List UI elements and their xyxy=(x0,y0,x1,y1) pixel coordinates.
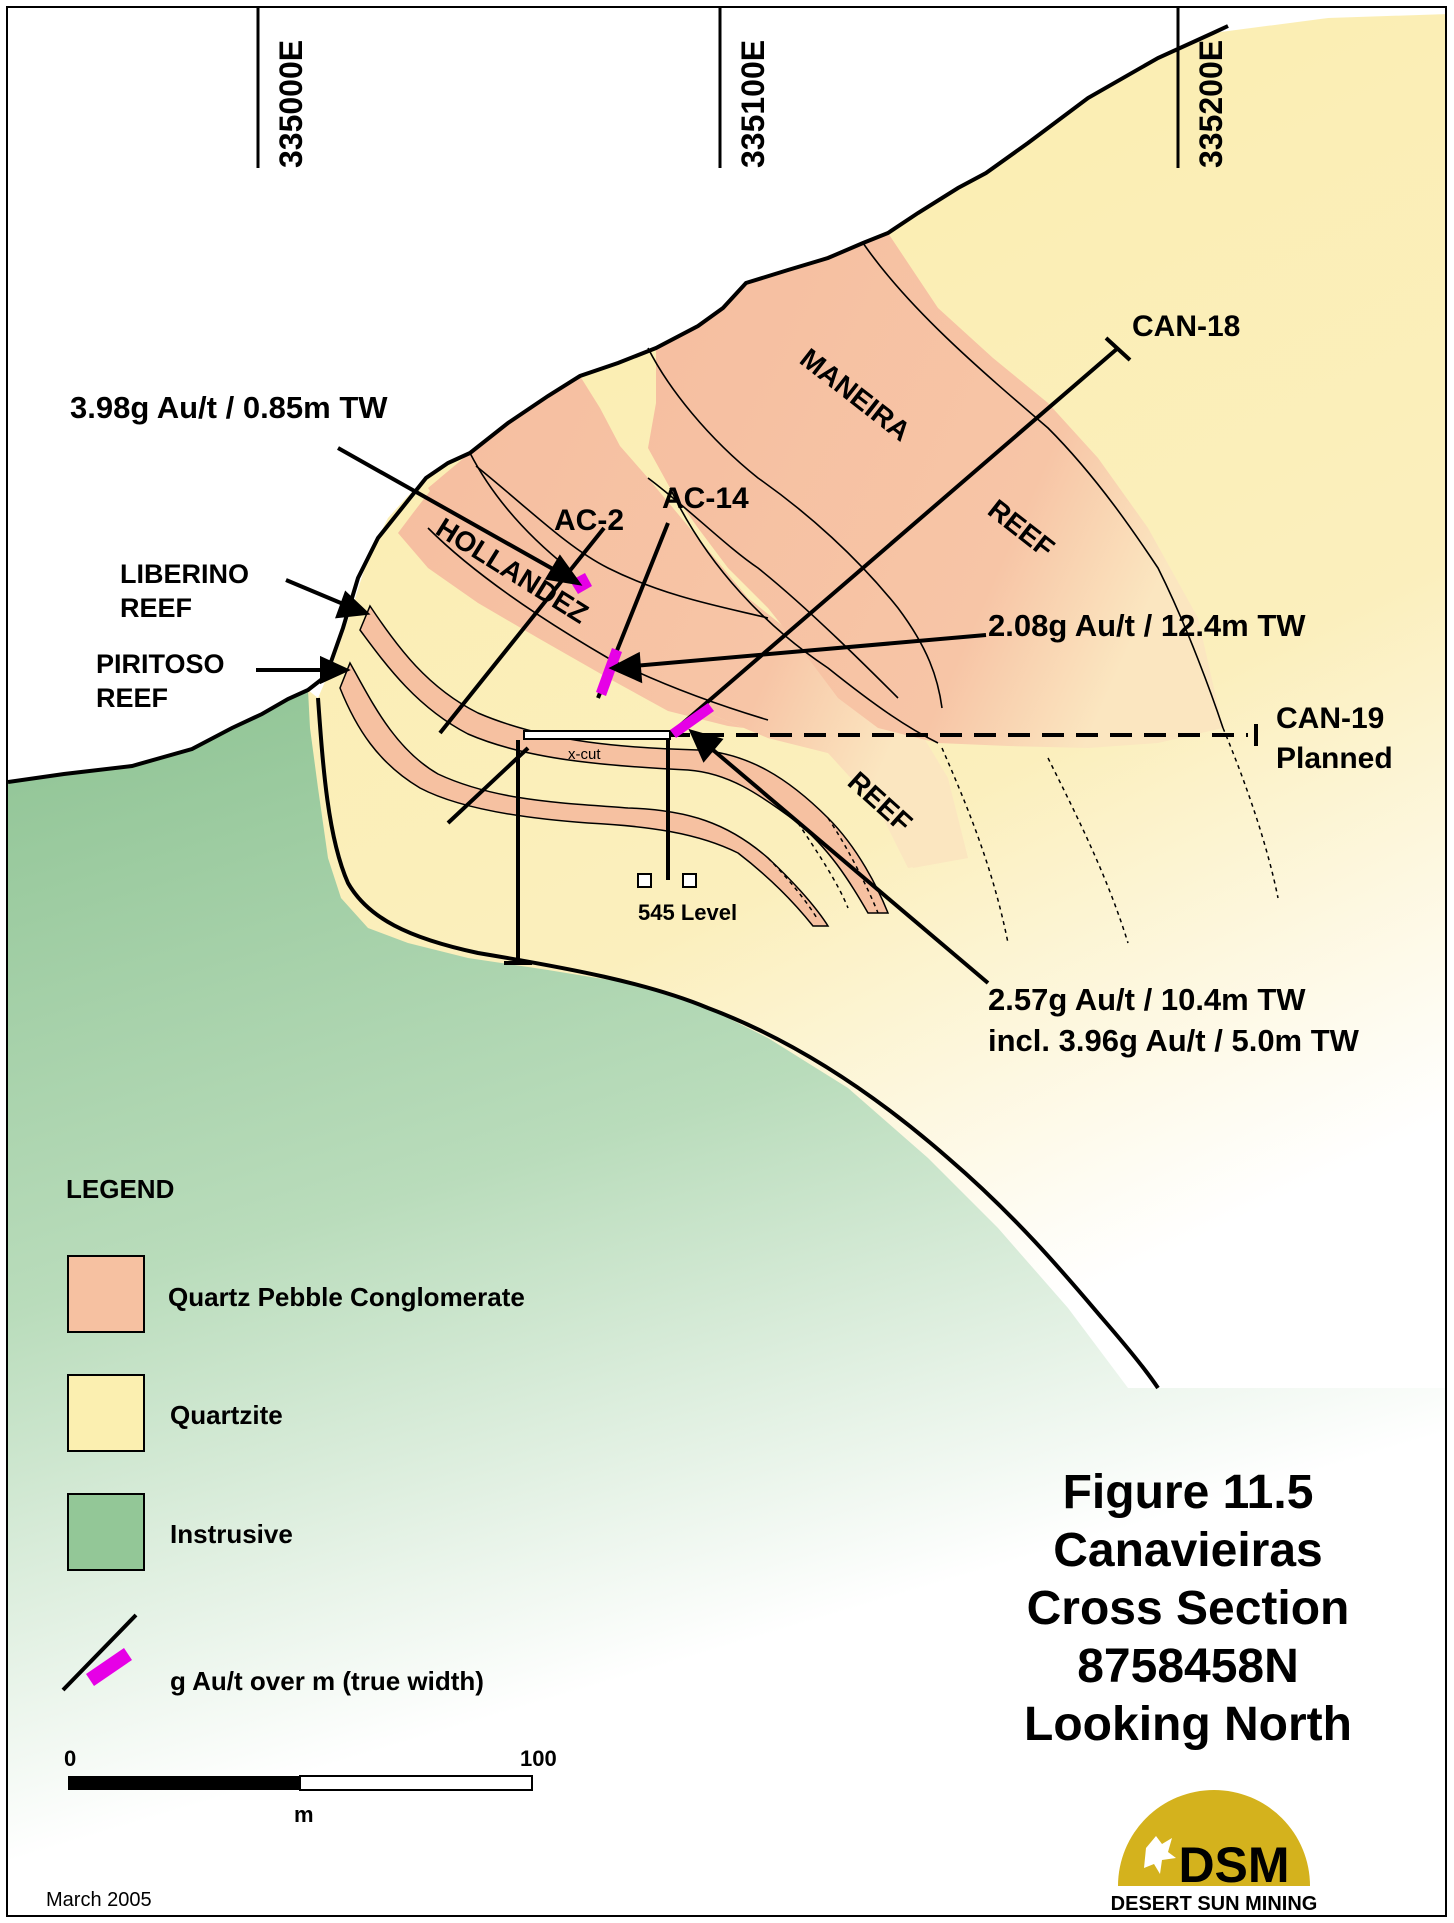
grid-335200E: 335200E xyxy=(1193,40,1229,168)
date-label: March 2005 xyxy=(46,1889,152,1911)
ac2-label: AC-2 xyxy=(554,504,624,537)
legend-label-conglomerate: Quartz Pebble Conglomerate xyxy=(168,1282,525,1312)
logo-mark: DSM xyxy=(1178,1837,1289,1893)
legend-swatch-quartzite xyxy=(68,1375,144,1451)
can19-label-1: CAN-19 xyxy=(1276,702,1384,735)
figure-frame: 335000E 335100E 335200E x-cut 545 Level xyxy=(6,6,1447,1917)
scale-unit: m xyxy=(294,1802,314,1827)
piritoso-label-1: PIRITOSO xyxy=(96,649,225,679)
legend-swatch-intrusive xyxy=(68,1494,144,1570)
legend-title: LEGEND xyxy=(66,1174,174,1204)
can19-label-2: Planned xyxy=(1276,742,1393,775)
cross-section: 335000E 335100E 335200E x-cut 545 Level xyxy=(8,8,1447,1917)
xcut-label: x-cut xyxy=(568,746,601,763)
scale-end: 100 xyxy=(520,1746,557,1771)
intercept-mid-label: 2.08g Au/t / 12.4m TW xyxy=(988,608,1306,643)
level-drift-right xyxy=(683,874,696,887)
intercept-low-label-1: 2.57g Au/t / 10.4m TW xyxy=(988,982,1306,1017)
xcut-working xyxy=(524,731,670,739)
scale-start: 0 xyxy=(64,1746,76,1771)
scale-bar-dark xyxy=(68,1776,300,1790)
legend-label-quartzite: Quartzite xyxy=(170,1400,283,1430)
grid-335100E: 335100E xyxy=(735,40,771,168)
legend-label-intercept: g Au/t over m (true width) xyxy=(170,1666,484,1696)
legend-swatch-conglomerate xyxy=(68,1256,144,1332)
ac14-label: AC-14 xyxy=(662,482,749,515)
scale-bar-light xyxy=(300,1776,532,1790)
legend-label-intrusive: Instrusive xyxy=(170,1519,293,1549)
liberino-label-1: LIBERINO xyxy=(120,559,249,589)
logo-name: DESERT SUN MINING xyxy=(1111,1893,1318,1915)
figure-title-line-5: Looking North xyxy=(1024,1698,1352,1751)
intercept-low-label-2: incl. 3.96g Au/t / 5.0m TW xyxy=(988,1023,1360,1058)
can18-label: CAN-18 xyxy=(1132,310,1240,343)
level-label: 545 Level xyxy=(638,900,737,925)
liberino-label-2: REEF xyxy=(120,593,192,623)
figure-title: Figure 11.5 Canavieiras Cross Section 87… xyxy=(1024,1466,1352,1751)
level-drift-left xyxy=(638,874,651,887)
piritoso-label-2: REEF xyxy=(96,683,168,713)
figure-title-line-4: 8758458N xyxy=(1077,1640,1299,1693)
figure-title-line-2: Canavieiras xyxy=(1053,1524,1323,1577)
figure-title-line-1: Figure 11.5 xyxy=(1063,1466,1314,1519)
figure-title-line-3: Cross Section xyxy=(1027,1582,1350,1635)
intercept-top-label: 3.98g Au/t / 0.85m TW xyxy=(70,390,388,425)
grid-335000E: 335000E xyxy=(273,40,309,168)
